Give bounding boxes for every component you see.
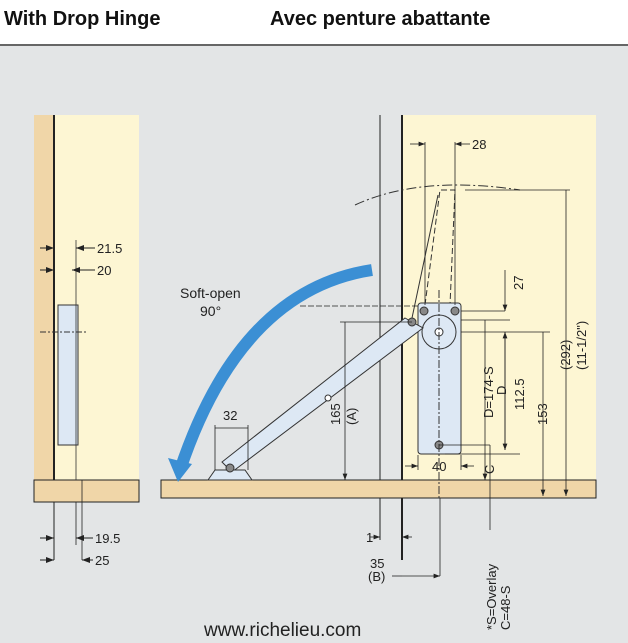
dim-25: 25 xyxy=(95,553,109,568)
soft-open-label: Soft-open xyxy=(180,285,241,301)
dim-c: C xyxy=(482,465,497,474)
angle-label: 90° xyxy=(200,303,221,319)
website-footer: www.richelieu.com xyxy=(203,620,361,641)
dim-a: (A) xyxy=(344,408,359,425)
left-cabinet xyxy=(33,115,140,563)
dim-28: 28 xyxy=(472,137,486,152)
dim-21-5: 21.5 xyxy=(97,241,122,256)
dim-d: D xyxy=(494,386,509,395)
dim-165: 165 xyxy=(328,403,343,425)
base-plate xyxy=(207,469,253,481)
soft-open-arrowhead xyxy=(168,458,192,482)
title-french: Avec penture abattante xyxy=(270,8,491,30)
title-english: With Drop Hinge xyxy=(4,8,161,30)
dim-19-5: 19.5 xyxy=(95,531,120,546)
dim-292: (292) xyxy=(558,340,573,370)
dim-b: (B) xyxy=(368,569,385,584)
dimension-lines xyxy=(214,141,570,579)
hinge-mechanism xyxy=(207,290,462,500)
dim-27: 27 xyxy=(511,276,526,290)
dim-35: 35 xyxy=(370,556,384,571)
dim-20: 20 xyxy=(97,263,111,278)
dim-formula: D=174-S xyxy=(481,366,496,418)
folded-hinge xyxy=(57,304,79,446)
dim-40: 40 xyxy=(432,459,446,474)
dim-1: 1 xyxy=(366,530,373,545)
dim-292-inch: (11-1/2") xyxy=(574,321,589,370)
c-formula-note: C=48-S xyxy=(498,585,513,630)
dim-153: 153 xyxy=(535,403,550,425)
soft-open-arc xyxy=(174,264,373,472)
dim-112-5: 112.5 xyxy=(512,378,527,410)
dim-32: 32 xyxy=(223,408,237,423)
overlay-note: *S=Overlay xyxy=(484,563,499,630)
